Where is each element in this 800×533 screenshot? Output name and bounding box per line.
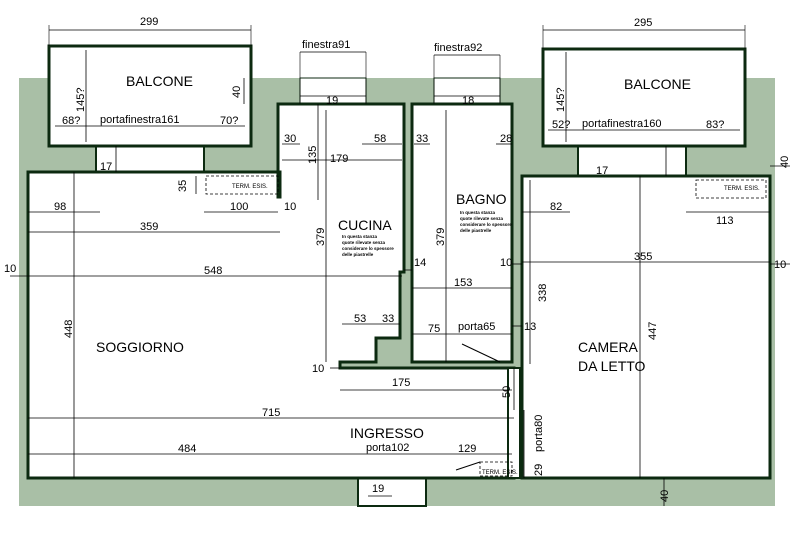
- boiler-boxes: [205, 175, 767, 477]
- term-esis-right: TERM. ESIS.: [724, 186, 760, 192]
- dim-17-left: 17: [100, 161, 112, 173]
- cucina-label: CUCINA: [338, 217, 392, 233]
- dim-10-right: 10: [774, 259, 786, 271]
- dim-19-bottom: 19: [372, 483, 384, 495]
- dim-28: 28: [500, 133, 512, 145]
- dim-299: 299: [140, 16, 158, 28]
- term-esis-left: TERM. ESIS.: [232, 184, 268, 190]
- dim-355: 355: [634, 251, 652, 263]
- dim-75: 75: [428, 323, 440, 335]
- dim-100: 100: [230, 201, 248, 213]
- balcone-left: [47, 44, 253, 148]
- porta102-swing: [455, 461, 481, 471]
- dim-175: 175: [392, 377, 410, 389]
- camera-room: [520, 174, 772, 480]
- dim-40-balcone: 40: [231, 86, 243, 98]
- balcone-right-label: BALCONE: [624, 76, 691, 92]
- dim-35: 35: [177, 180, 189, 192]
- bagno-note-3: considerare lo spessore: [460, 222, 512, 227]
- soggiorno-label: SOGGIORNO: [96, 339, 184, 355]
- dim-10-b: 10: [500, 257, 512, 269]
- dim-447: 447: [647, 322, 659, 340]
- dim-338: 338: [537, 284, 549, 302]
- dimension-labels: 299 295 145? 145? 40 68? 70? 52? 83? 19 …: [4, 16, 791, 502]
- dim-82: 82: [550, 201, 562, 213]
- dim-295: 295: [634, 17, 652, 29]
- dim-17-right: 17: [596, 165, 608, 177]
- dim-359: 359: [140, 221, 158, 233]
- cucina-note-3: considerare lo spessore: [342, 246, 394, 251]
- dim-715: 715: [262, 407, 280, 419]
- dim-68: 68?: [62, 115, 80, 127]
- dim-52: 52?: [552, 119, 570, 131]
- dim-70: 70?: [220, 115, 238, 127]
- dim-30: 30: [284, 133, 296, 145]
- dim-33-bagno: 33: [416, 133, 428, 145]
- portafinestra161-label: portafinestra161: [100, 114, 180, 126]
- dim-113: 113: [716, 215, 734, 227]
- portafinestra160-label: portafinestra160: [582, 118, 662, 130]
- dim-10-a: 10: [284, 201, 296, 213]
- dim-10-c: 10: [312, 363, 324, 375]
- dim-29: 29: [533, 464, 545, 476]
- dim-145-right: 145?: [555, 88, 567, 112]
- bagno-note-1: In questa stanza: [460, 210, 496, 215]
- porta102-label: porta102: [366, 442, 409, 454]
- dim-83: 83?: [706, 119, 724, 131]
- dim-33-cucina: 33: [382, 313, 394, 325]
- dim-548: 548: [204, 265, 222, 277]
- dim-10-left: 10: [4, 263, 16, 275]
- dim-14: 14: [414, 257, 426, 269]
- dim-19-top: 19: [326, 95, 338, 107]
- dim-40-bottom: 40: [659, 490, 671, 502]
- dim-13: 13: [524, 321, 536, 333]
- term-esis-bottom: TERM. ESIS.: [482, 470, 518, 476]
- camera-label-line2: DA LETTO: [578, 358, 646, 374]
- dim-58: 58: [374, 133, 386, 145]
- dim-40-right: 40: [779, 156, 791, 168]
- dim-448: 448: [63, 320, 75, 338]
- cucina-note-4: delle piastrelle: [342, 252, 374, 257]
- ingresso-label: INGRESSO: [350, 425, 424, 441]
- dim-129: 129: [458, 443, 476, 455]
- dim-50: 50: [501, 386, 513, 398]
- bagno-room: [410, 102, 514, 364]
- dim-145-left: 145?: [75, 88, 87, 112]
- dim-379-cucina: 379: [315, 228, 327, 246]
- balcone-right: [541, 47, 747, 148]
- cucina-note-2: quote rilevate senza: [342, 240, 386, 245]
- porta80-label: porta80: [533, 415, 545, 452]
- balcone-left-label: BALCONE: [126, 73, 193, 89]
- dim-18-top: 18: [462, 95, 474, 107]
- dim-484: 484: [178, 443, 196, 455]
- bagno-note-4: delle piastrelle: [460, 228, 492, 233]
- bagno-note-2: quote rilevate senza: [460, 216, 504, 221]
- camera-label-line1: CAMERA: [578, 339, 639, 355]
- dim-135: 135: [307, 146, 319, 164]
- cucina-note-1: In questa stanza: [342, 234, 378, 239]
- finestra91-label: finestra91: [302, 39, 350, 51]
- porta65-label: porta65: [458, 321, 495, 333]
- dim-153: 153: [454, 277, 472, 289]
- dim-379-bagno: 379: [435, 228, 447, 246]
- dimension-lines: [10, 25, 790, 506]
- dim-98: 98: [54, 201, 66, 213]
- bagno-label: BAGNO: [456, 191, 507, 207]
- dim-179: 179: [330, 153, 348, 165]
- porta65-swing: [461, 343, 501, 363]
- dim-53: 53: [354, 313, 366, 325]
- finestra92-label: finestra92: [434, 42, 482, 54]
